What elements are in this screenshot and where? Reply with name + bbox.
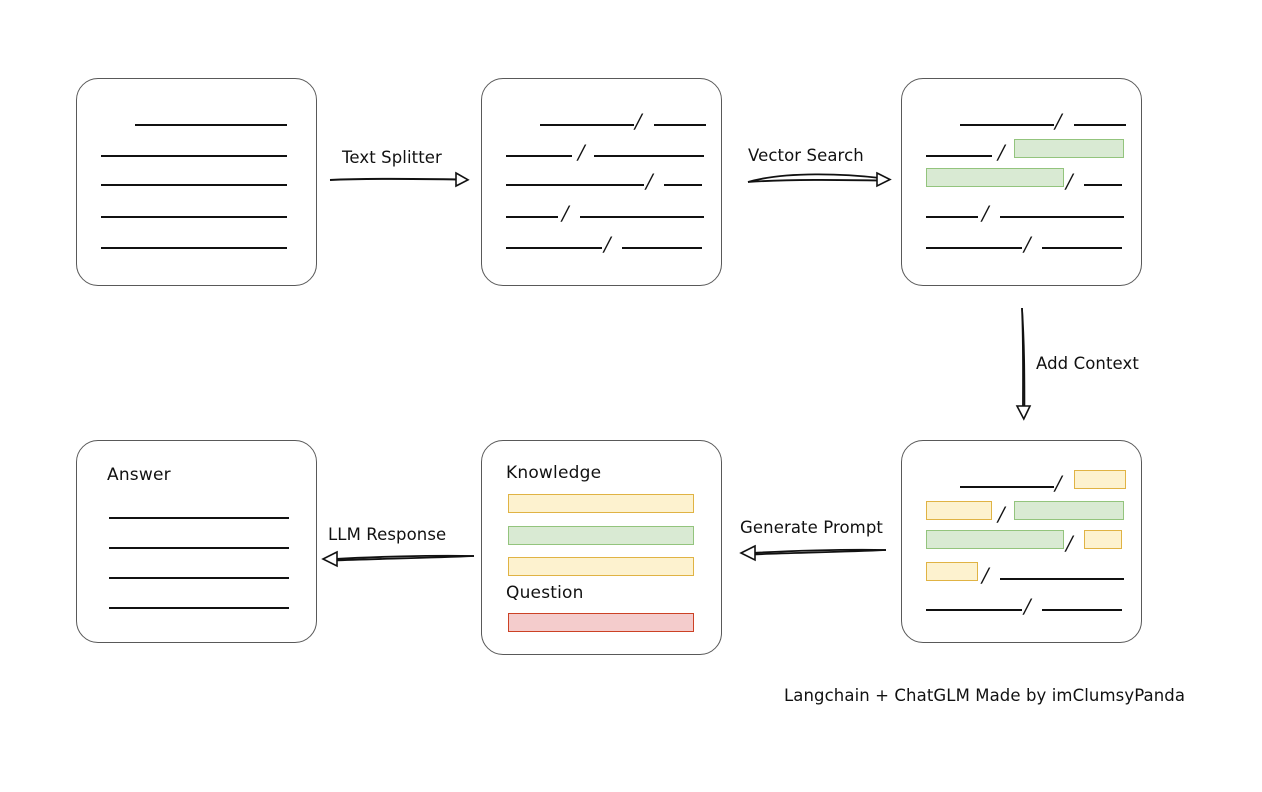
doc-line — [135, 124, 287, 126]
arrow-label-vector-search: Vector Search — [748, 146, 864, 165]
doc-line-segment — [540, 124, 634, 126]
doc-line-segment — [1000, 578, 1124, 580]
doc-line-segment — [654, 124, 706, 126]
separator-slash: / — [998, 502, 1005, 526]
doc-line-segment — [926, 155, 992, 157]
node-retrieved-document[interactable]: / / / / / — [901, 78, 1142, 286]
arrow-label-add-context: Add Context — [1036, 354, 1139, 373]
node-context-document[interactable]: / / / / / — [901, 440, 1142, 643]
arrow-vector-search — [747, 171, 892, 188]
separator-slash: / — [1055, 109, 1062, 133]
doc-line — [101, 184, 287, 186]
highlight-yellow — [1084, 530, 1122, 549]
separator-slash: / — [635, 109, 642, 133]
knowledge-label: Knowledge — [506, 463, 602, 483]
doc-line-segment — [926, 216, 978, 218]
separator-slash: / — [982, 563, 989, 587]
doc-line-segment — [1042, 609, 1122, 611]
separator-slash: / — [1066, 531, 1073, 555]
doc-line-segment — [926, 609, 1022, 611]
doc-line-segment — [506, 216, 558, 218]
doc-line — [101, 216, 287, 218]
doc-line — [109, 517, 289, 519]
highlight-green — [1014, 501, 1124, 520]
doc-line-segment — [1084, 184, 1122, 186]
doc-line-segment — [960, 486, 1054, 488]
doc-line-segment — [960, 124, 1054, 126]
arrow-add-context — [1015, 307, 1032, 421]
doc-line-segment — [506, 247, 602, 249]
doc-line-segment — [1000, 216, 1124, 218]
highlight-green — [926, 530, 1064, 549]
node-source-document[interactable] — [76, 78, 317, 286]
doc-line-segment — [926, 247, 1022, 249]
knowledge-bar-green — [508, 526, 694, 545]
question-label: Question — [506, 583, 584, 603]
credit-text: Langchain + ChatGLM Made by imClumsyPand… — [784, 686, 1186, 705]
doc-line — [109, 577, 289, 579]
doc-line-segment — [622, 247, 702, 249]
node-split-document[interactable]: / / / / / — [481, 78, 722, 286]
arrow-generate-prompt — [739, 544, 887, 562]
arrow-llm-response — [321, 550, 475, 568]
doc-line-segment — [664, 184, 702, 186]
arrow-label-generate-prompt: Generate Prompt — [740, 518, 883, 537]
separator-slash: / — [646, 169, 653, 193]
doc-line-segment — [580, 216, 704, 218]
separator-slash: / — [604, 232, 611, 256]
separator-slash: / — [1024, 594, 1031, 618]
node-prompt[interactable]: Knowledge Question — [481, 440, 722, 655]
separator-slash: / — [562, 201, 569, 225]
doc-line — [109, 547, 289, 549]
question-bar-red — [508, 613, 694, 632]
doc-line-segment — [1042, 247, 1122, 249]
doc-line-segment — [506, 155, 572, 157]
arrow-label-text-splitter: Text Splitter — [342, 148, 442, 167]
separator-slash: / — [998, 140, 1005, 164]
separator-slash: / — [982, 201, 989, 225]
highlight-green — [926, 168, 1064, 187]
doc-line-segment — [594, 155, 704, 157]
separator-slash: / — [1055, 471, 1062, 495]
arrow-label-llm-response: LLM Response — [328, 525, 447, 544]
knowledge-bar-yellow — [508, 557, 694, 576]
separator-slash: / — [578, 140, 585, 164]
answer-label: Answer — [107, 465, 171, 485]
doc-line — [109, 607, 289, 609]
separator-slash: / — [1066, 169, 1073, 193]
doc-line — [101, 155, 287, 157]
doc-line — [101, 247, 287, 249]
node-answer[interactable]: Answer — [76, 440, 317, 643]
separator-slash: / — [1024, 232, 1031, 256]
doc-line-segment — [506, 184, 644, 186]
knowledge-bar-yellow — [508, 494, 694, 513]
highlight-yellow — [926, 501, 992, 520]
arrow-text-splitter — [329, 171, 470, 188]
highlight-green — [1014, 139, 1124, 158]
doc-line-segment — [1074, 124, 1126, 126]
highlight-yellow — [926, 562, 978, 581]
highlight-yellow — [1074, 470, 1126, 489]
